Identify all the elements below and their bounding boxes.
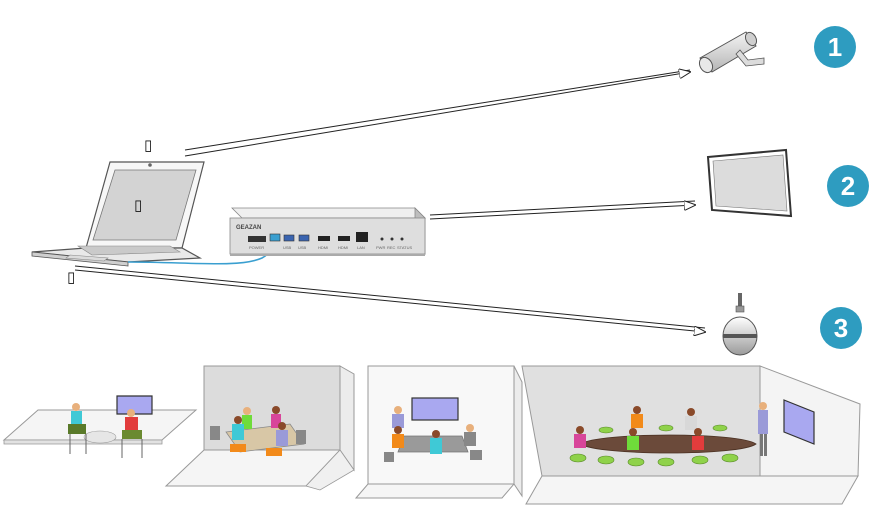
port-label: HDMI — [318, 245, 328, 250]
lan-port — [356, 232, 368, 242]
connection-arrows — [74, 69, 706, 332]
device-brand: GEAZAN — [236, 225, 261, 231]
port-label: USB — [298, 245, 307, 250]
usb-port-3 — [298, 234, 310, 242]
badge-number: 3 — [834, 313, 848, 343]
arrow-to-display — [429, 200, 696, 216]
port-label: REC — [387, 245, 396, 250]
laptop-port-glyph: ▯ — [67, 268, 75, 286]
badge-3: 3 — [820, 307, 862, 349]
huddle-room — [2, 395, 198, 458]
display-icon — [706, 148, 793, 218]
room-display — [411, 397, 459, 421]
microphone-icon — [722, 293, 758, 356]
arrow-to-camera — [184, 69, 691, 151]
laptop-camera-glyph: ▯ — [144, 136, 152, 154]
laptop-glyphs: ▯ ▯ ▯ — [67, 136, 152, 286]
hdmi-port-2 — [338, 236, 350, 241]
badge-2: 2 — [827, 165, 869, 207]
badge-circle — [814, 26, 856, 68]
badge-circle — [827, 165, 869, 207]
badge-number: 2 — [841, 171, 855, 201]
room-display — [783, 399, 815, 445]
laptop-screen-glyph: ▯ — [134, 196, 142, 214]
small-meeting-room — [164, 365, 355, 491]
port-label: LAN — [357, 245, 365, 250]
room-display — [116, 395, 153, 415]
usb-port-1 — [269, 233, 281, 242]
arrow-to-microphone — [74, 265, 706, 329]
hdmi-port-1 — [318, 236, 330, 241]
port-label: POWER — [249, 245, 264, 250]
medium-meeting-room — [354, 365, 523, 499]
power-port — [248, 236, 266, 242]
port-label: HDMI — [338, 245, 348, 250]
conference-hub-icon: GEAZAN POWER USB USB HDMI HDMI LAN PWR R… — [229, 207, 426, 256]
badge-circle — [820, 307, 862, 349]
camera-icon — [698, 31, 765, 74]
port-label: USB — [283, 245, 292, 250]
large-boardroom — [521, 365, 861, 505]
badge-1: 1 — [814, 26, 856, 68]
port-label: STATUS — [397, 245, 413, 250]
badge-number: 1 — [828, 32, 842, 62]
laptop-icon — [31, 161, 205, 267]
port-label: PWR — [376, 245, 385, 250]
usb-port-2 — [283, 234, 295, 242]
